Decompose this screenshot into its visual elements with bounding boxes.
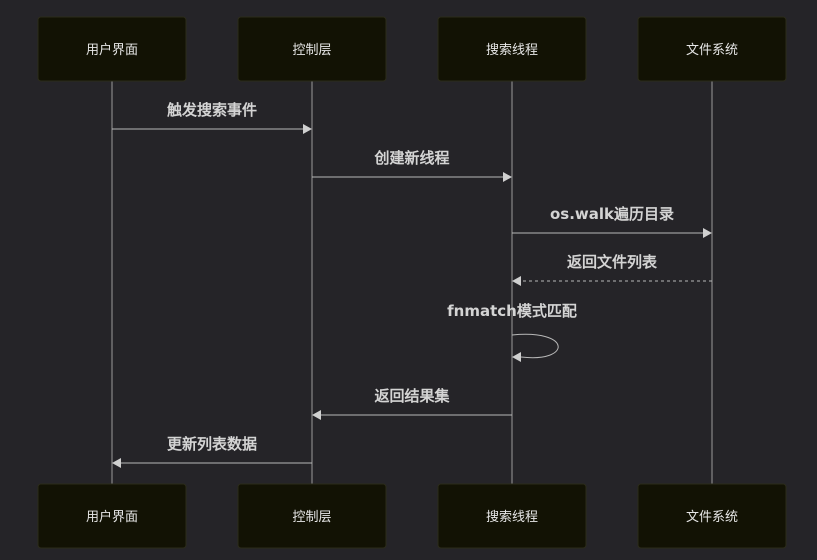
actor-label: 用户界面 [86,509,138,525]
message-label: fnmatch模式匹配 [447,302,577,320]
actor-label: 文件系统 [686,43,738,58]
actor-box [437,16,587,82]
arrowhead [703,228,712,238]
arrowhead [512,352,521,362]
actor-ui-bottom: 用户界面 [37,483,187,549]
message-label: 创建新线程 [373,149,449,167]
arrowhead [112,458,121,468]
actor-box [637,483,787,549]
message-6: 返回结果集 [312,387,512,420]
actor-ui-top: 用户界面 [37,16,187,82]
message-7: 更新列表数据 [112,435,312,468]
actor-box [37,483,187,549]
lifelines [111,81,713,484]
message-label: os.walk遍历目录 [550,205,674,223]
actor-box [437,483,587,549]
actor-search-bottom: 搜索线程 [437,483,587,549]
message-label: 触发搜索事件 [167,101,257,119]
message-3: os.walk遍历目录 [512,205,712,238]
actors-bottom: 用户界面 控制层 搜索线程 文件系统 [37,483,787,549]
actor-fs-top: 文件系统 [637,16,787,82]
actor-box [237,16,387,82]
actor-label: 控制层 [292,510,331,525]
actor-ctrl-bottom: 控制层 [237,483,387,549]
actor-label: 用户界面 [86,42,138,58]
message-4: 返回文件列表 [512,253,712,286]
actor-ctrl-top: 控制层 [237,16,387,82]
arrowhead [503,172,512,182]
actor-label: 文件系统 [686,510,738,525]
actor-label: 控制层 [292,43,331,58]
actor-search-top: 搜索线程 [437,16,587,82]
arrowhead [303,124,312,134]
actor-label: 搜索线程 [486,510,538,525]
actor-box [237,483,387,549]
actors-top: 用户界面 控制层 搜索线程 文件系统 [37,16,787,82]
message-label: 更新列表数据 [167,435,257,453]
message-5: fnmatch模式匹配 [447,302,577,362]
message-1: 触发搜索事件 [112,101,312,134]
arrowhead [512,276,521,286]
actor-label: 搜索线程 [486,43,538,58]
actor-fs-bottom: 文件系统 [637,483,787,549]
actor-box [637,16,787,82]
message-label: 返回结果集 [374,387,450,405]
message-2: 创建新线程 [312,149,512,182]
arrowhead [312,410,321,420]
message-line [511,333,559,359]
message-label: 返回文件列表 [567,253,658,271]
actor-box [37,16,187,82]
